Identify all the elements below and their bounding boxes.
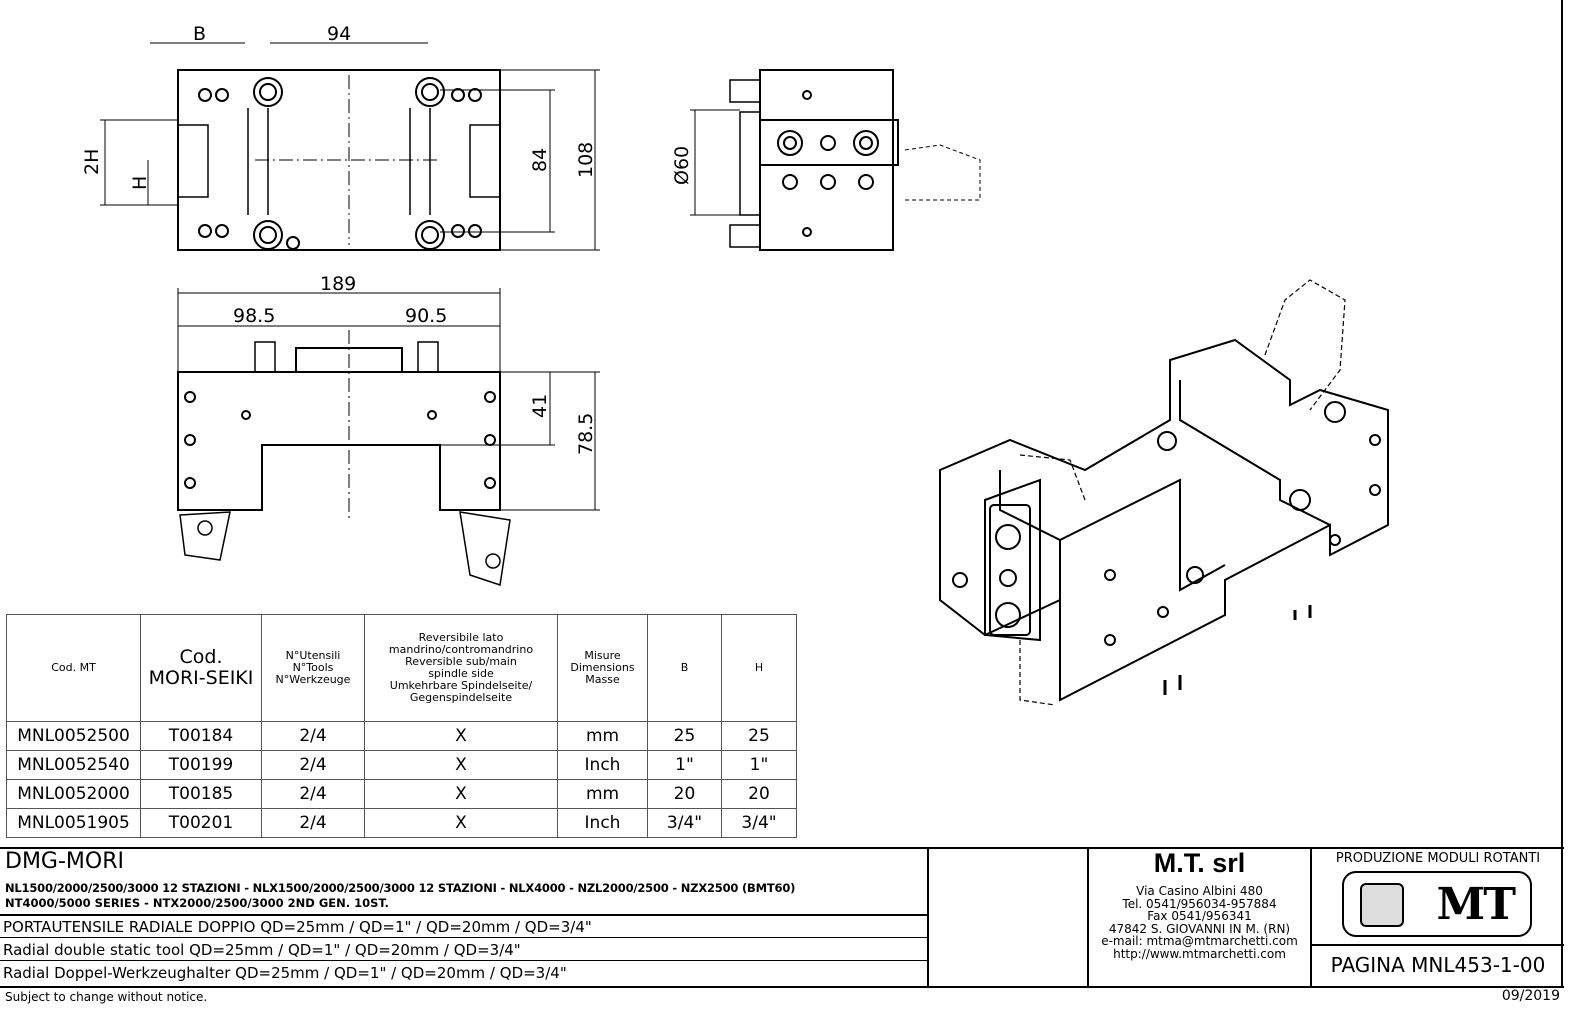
header-reversible: Reversibile lato mandrino/contromandrino… xyxy=(364,614,558,722)
cell: 2/4 xyxy=(261,808,365,838)
rotary-module-icon xyxy=(1360,883,1404,927)
title-block-bottom-border xyxy=(0,986,1564,988)
divider xyxy=(1087,847,1089,988)
description-english: Radial double static tool QD=25mm / QD=1… xyxy=(3,941,521,959)
dim-108: 108 xyxy=(575,142,597,178)
spec-table: Cod. MT Cod. MORI-SEIKI N°Utensili N°Too… xyxy=(6,614,797,838)
description-german: Radial Doppel-Werkzeughalter QD=25mm / Q… xyxy=(3,964,567,982)
models-line-1: NL1500/2000/2500/3000 12 STAZIONI - NLX1… xyxy=(5,881,796,895)
cell: 3/4" xyxy=(721,808,797,838)
cell: mm xyxy=(557,721,648,751)
divider xyxy=(0,960,928,961)
divider xyxy=(1310,944,1564,946)
divider xyxy=(0,914,928,916)
page-code: PAGINA MNL453-1-00 xyxy=(1330,953,1546,977)
models-line-2: NT4000/5000 SERIES - NTX2000/2500/3000 2… xyxy=(5,896,389,910)
cell: 1" xyxy=(647,750,722,780)
dim-90-5: 90.5 xyxy=(405,305,447,327)
dim-189: 189 xyxy=(320,273,356,295)
division-label: PRODUZIONE MODULI ROTANTI xyxy=(1335,851,1541,866)
dim-h: H xyxy=(129,176,151,190)
title-block-top-border xyxy=(0,847,1564,849)
company-address: Via Casino Albini 480 xyxy=(1136,884,1263,898)
header-cod-mt: Cod. MT xyxy=(6,614,141,722)
company-contact: Via Casino Albini 480 Tel. 0541/956034-9… xyxy=(1089,885,1310,960)
company-name: M.T. srl xyxy=(1153,848,1246,878)
cell: MNL0052500 xyxy=(6,721,141,751)
table-header-row: Cod. MT Cod. MORI-SEIKI N°Utensili N°Too… xyxy=(6,614,797,722)
cell: 25 xyxy=(721,721,797,751)
company-city: 47842 S. GIOVANNI IN M. (RN) xyxy=(1108,921,1291,936)
dim-2h: 2H xyxy=(81,149,103,175)
dim-diameter-60: Ø60 xyxy=(671,146,693,185)
cell: X xyxy=(364,779,558,809)
cell: Inch xyxy=(557,808,648,838)
header-dimensions: Misure Dimensions Masse xyxy=(557,614,648,722)
dim-41: 41 xyxy=(529,394,551,418)
header-b: B xyxy=(647,614,722,722)
cell: T00199 xyxy=(140,750,262,780)
isometric-view xyxy=(939,279,1389,706)
dim-78-5: 78.5 xyxy=(575,413,597,455)
cell: X xyxy=(364,808,558,838)
dim-b: B xyxy=(193,23,206,45)
cell: T00185 xyxy=(140,779,262,809)
header-n-tools: N°Utensili N°Tools N°Werkzeuge xyxy=(261,614,365,722)
mt-logo: MT xyxy=(1342,871,1532,937)
dim-84: 84 xyxy=(529,148,551,172)
cell: 25 xyxy=(647,721,722,751)
logo-text: MT xyxy=(1436,878,1516,930)
company-tel: Tel. 0541/956034-957884 xyxy=(1122,896,1277,911)
cell: 3/4" xyxy=(647,808,722,838)
header-cod-mori-seiki: Cod. MORI-SEIKI xyxy=(140,614,262,722)
cell: T00201 xyxy=(140,808,262,838)
cell: X xyxy=(364,750,558,780)
cell: 20 xyxy=(721,779,797,809)
cell: T00184 xyxy=(140,721,262,751)
company-fax: Fax 0541/956341 xyxy=(1147,909,1252,923)
cell: 1" xyxy=(721,750,797,780)
cell: mm xyxy=(557,779,648,809)
company-email: e-mail: mtma@mtmarchetti.com xyxy=(1101,934,1298,948)
side-view xyxy=(690,69,981,251)
change-notice: Subject to change without notice. xyxy=(5,990,208,1004)
description-italian: PORTAUTENSILE RADIALE DOPPIO QD=25mm / Q… xyxy=(3,918,592,936)
machine-brand: DMG-MORI xyxy=(5,849,124,874)
cell: 2/4 xyxy=(261,779,365,809)
cell: Inch xyxy=(557,750,648,780)
cell: X xyxy=(364,721,558,751)
cell: 2/4 xyxy=(261,750,365,780)
top-view xyxy=(177,288,600,586)
dim-94: 94 xyxy=(327,23,351,45)
revision-date: 09/2019 xyxy=(1501,988,1560,1004)
cell: MNL0052000 xyxy=(6,779,141,809)
header-h: H xyxy=(721,614,797,722)
front-view xyxy=(100,42,600,251)
cell: 20 xyxy=(647,779,722,809)
dim-98-5: 98.5 xyxy=(233,305,275,327)
divider xyxy=(927,847,929,988)
cell: 2/4 xyxy=(261,721,365,751)
cell: MNL0051905 xyxy=(6,808,141,838)
cell: MNL0052540 xyxy=(6,750,141,780)
company-website[interactable]: http://www.mtmarchetti.com xyxy=(1113,946,1286,961)
divider xyxy=(0,937,928,938)
divider xyxy=(1310,847,1312,988)
